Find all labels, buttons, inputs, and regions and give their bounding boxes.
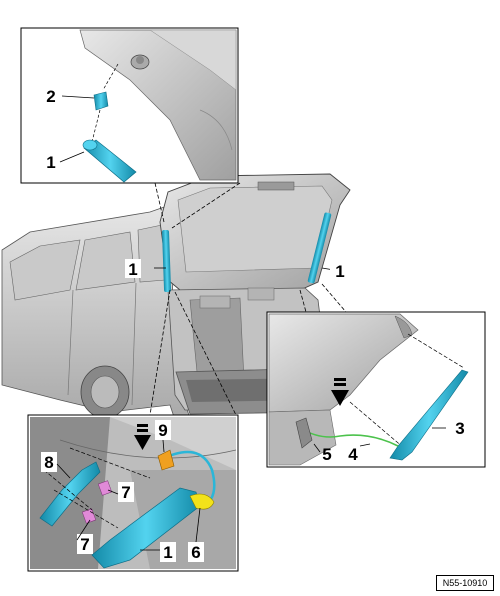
- callout-bottom-7b: 7: [80, 535, 89, 554]
- connector-9: [157, 449, 175, 471]
- right-inset: 3 4 5: [266, 311, 486, 468]
- callout-main-right-1: 1: [335, 262, 344, 281]
- harness-8: [39, 461, 101, 527]
- callout-bottom-1: 1: [163, 543, 172, 562]
- callout-right-4: 4: [348, 445, 358, 464]
- callout-right-3: 3: [455, 419, 464, 438]
- top-inset: 2 1: [20, 27, 239, 184]
- main-callouts: 1 1: [125, 259, 346, 281]
- bracket-5: [295, 417, 313, 449]
- clip-7a: [97, 480, 113, 496]
- wiring-harness-4: [299, 427, 399, 447]
- callout-bottom-6: 6: [191, 543, 200, 562]
- callout-right-5: 5: [322, 445, 331, 464]
- seal-6: [189, 493, 215, 510]
- callout-bottom-8: 8: [44, 453, 53, 472]
- gas-strut-left: [162, 229, 172, 293]
- bottom-inset: 9 8 7 7 1 6: [27, 414, 239, 572]
- callout-top-1: 1: [46, 153, 55, 172]
- callout-top-2: 2: [46, 87, 55, 106]
- down-arrow-icon-bottom: [134, 424, 151, 450]
- gas-strut-right: [307, 212, 332, 284]
- callout-main-left-1: 1: [128, 260, 137, 279]
- callout-bottom-9: 9: [158, 421, 167, 440]
- figure-id-label: N55-10910: [436, 575, 494, 591]
- leader-lines-main: [149, 182, 347, 416]
- ball-socket-2: [93, 91, 109, 111]
- clip-7b: [81, 508, 97, 524]
- down-arrow-icon: [331, 378, 349, 406]
- callout-bottom-7a: 7: [121, 483, 130, 502]
